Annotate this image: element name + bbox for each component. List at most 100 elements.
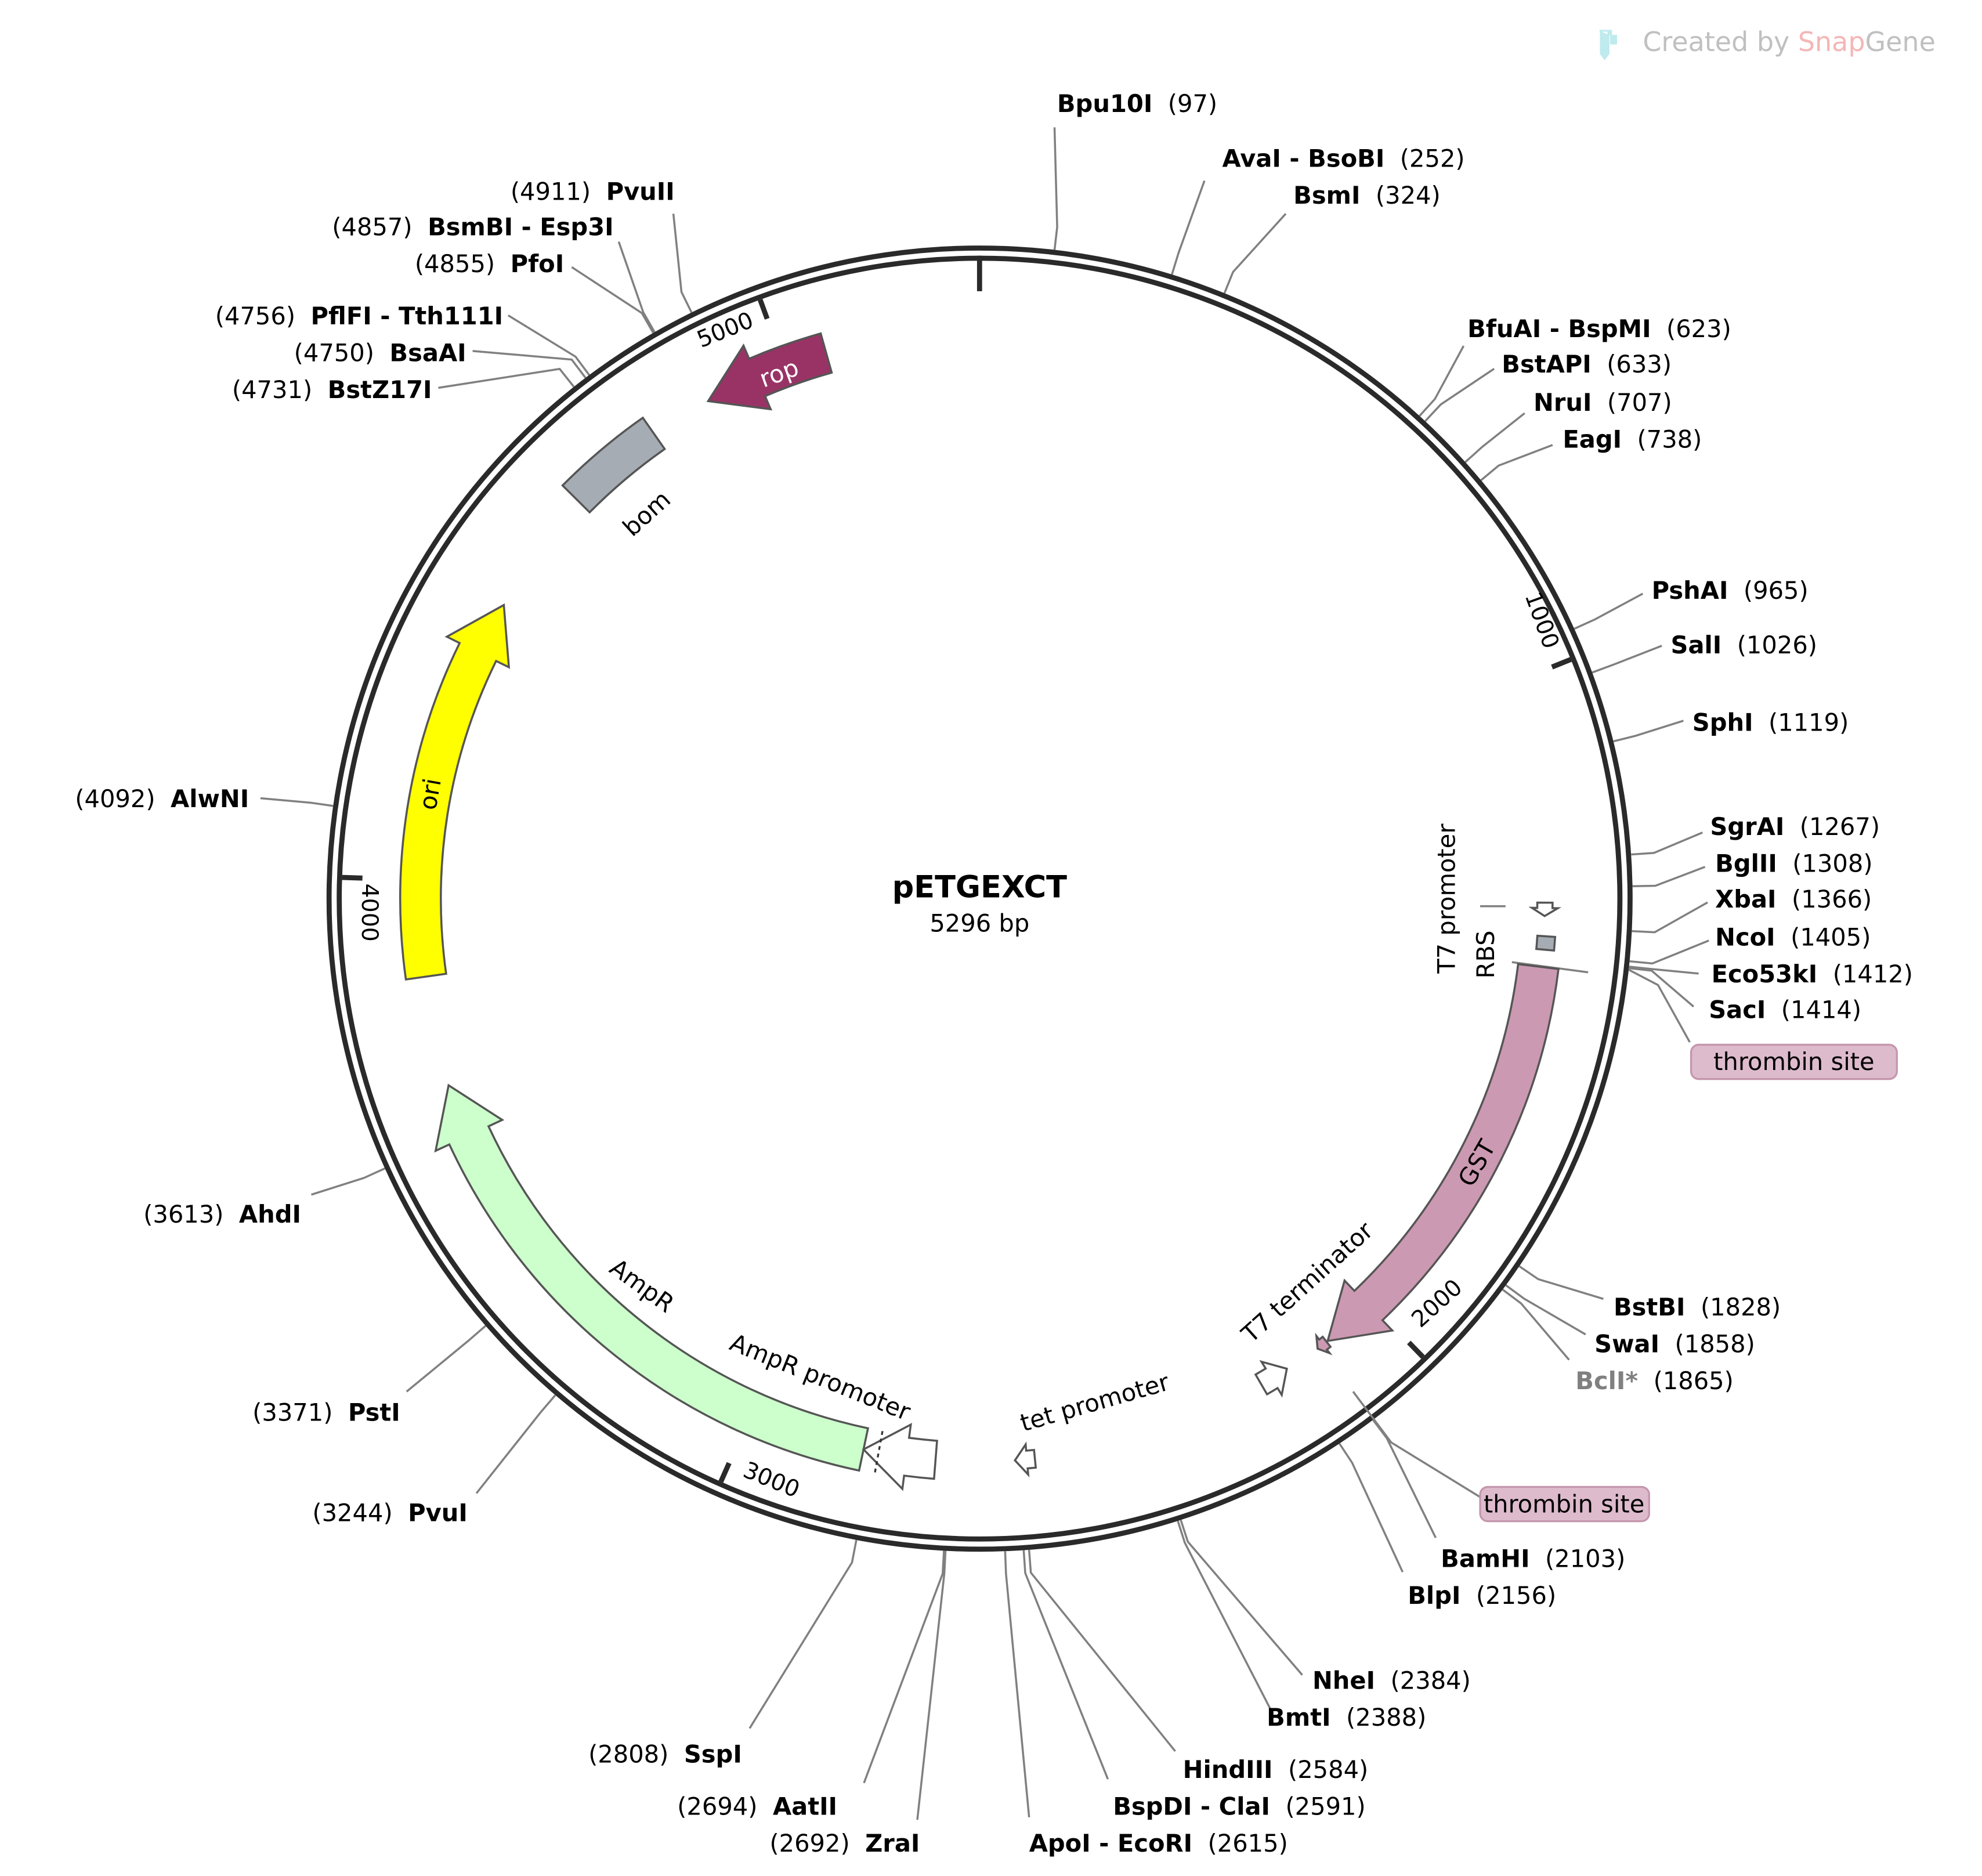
feature-label-bom[interactable]: bom: [617, 485, 676, 542]
enzyme-name: BglII: [1715, 850, 1777, 878]
thrombin-site-badge-1[interactable]: thrombin site: [1690, 1043, 1898, 1080]
feature-thrombin-site[interactable]: [1315, 1332, 1333, 1356]
enzyme-site-ahdi[interactable]: (3613) AhdI: [143, 1200, 301, 1228]
enzyme-site-swai[interactable]: SwaI (1858): [1594, 1329, 1755, 1358]
feature-ampr[interactable]: [434, 1083, 870, 1472]
feature-label-rbs[interactable]: RBS: [1471, 930, 1500, 978]
enzyme-site-sali[interactable]: SalI (1026): [1671, 631, 1818, 659]
enzyme-site-bpu10i[interactable]: Bpu10I (97): [1057, 89, 1217, 118]
feature-label-ori[interactable]: ori: [413, 776, 447, 812]
enzyme-leader-line: [260, 797, 334, 807]
enzyme-position: (4855): [415, 250, 511, 278]
enzyme-site-aatii[interactable]: (2694) AatII: [677, 1792, 837, 1820]
enzyme-site-zrai[interactable]: (2692) ZraI: [769, 1829, 920, 1857]
feature-rop[interactable]: [706, 332, 833, 411]
enzyme-position: (3244): [312, 1499, 408, 1527]
enzyme-name: SwaI: [1594, 1329, 1659, 1358]
enzyme-site-xbai[interactable]: XbaI (1366): [1715, 885, 1872, 913]
enzyme-name: SspI: [684, 1740, 742, 1769]
enzyme-site-bstz17i[interactable]: (4731) BstZ17I: [232, 375, 432, 404]
enzyme-site-bsmbi-esp3i[interactable]: (4857) BsmBI - Esp3I: [332, 213, 613, 241]
enzyme-site-sspi[interactable]: (2808) SspI: [588, 1740, 742, 1769]
snapgene-logo-icon: [1599, 30, 1617, 60]
enzyme-position: (1405): [1775, 923, 1871, 952]
enzyme-site-pvuii[interactable]: (4911) PvuII: [511, 177, 675, 205]
tick-mark: [718, 1462, 732, 1483]
plasmid-length: 5296 bp: [929, 909, 1029, 938]
enzyme-site-pshai[interactable]: PshAI (965): [1652, 576, 1809, 605]
thrombin-site-badge-2[interactable]: thrombin site: [1479, 1485, 1650, 1523]
enzyme-leader-line: [1631, 832, 1703, 856]
enzyme-position: (3613): [143, 1200, 239, 1228]
enzyme-site-bsmi[interactable]: BsmI (324): [1293, 181, 1441, 209]
enzyme-leader-line: [1629, 939, 1709, 965]
enzyme-site-eagi[interactable]: EagI (738): [1563, 425, 1702, 453]
enzyme-site-pvui[interactable]: (3244) PvuI: [312, 1499, 467, 1527]
enzyme-name: PshAI: [1652, 576, 1728, 605]
enzyme-site-bstapi[interactable]: BstAPI (633): [1502, 350, 1672, 378]
enzyme-leader-line: [916, 1550, 947, 1820]
enzyme-name: ZraI: [865, 1829, 920, 1857]
enzyme-site-bglii[interactable]: BglII (1308): [1715, 850, 1872, 878]
enzyme-name: PfoI: [511, 250, 565, 278]
enzyme-leader-line: [1480, 444, 1553, 481]
enzyme-site-alwni[interactable]: (4092) AlwNI: [75, 785, 249, 813]
feature-label-tet-promoter[interactable]: tet promoter: [1017, 1367, 1173, 1437]
enzyme-leader-line: [406, 1325, 487, 1393]
enzyme-site-bmti[interactable]: BmtI (2388): [1267, 1703, 1426, 1732]
enzyme-name: Eco53kI: [1712, 960, 1818, 988]
enzyme-position: (4756): [215, 302, 311, 330]
tick-mark: [1407, 1340, 1425, 1359]
feature-tet-promoter[interactable]: [1014, 1441, 1037, 1478]
enzyme-name: SacI: [1709, 995, 1766, 1024]
enzyme-site-pfoi[interactable]: (4855) PfoI: [415, 250, 564, 278]
enzyme-site-avai-bsobi[interactable]: AvaI - BsoBI (252): [1223, 144, 1465, 172]
enzyme-site-nhei[interactable]: NheI (2384): [1312, 1667, 1471, 1695]
enzyme-site-ncoi[interactable]: NcoI (1405): [1715, 923, 1871, 952]
enzyme-site-pflfi-tth111i[interactable]: (4756) PflFI - Tth111I: [215, 302, 503, 330]
enzyme-site-saci[interactable]: SacI (1414): [1709, 995, 1861, 1024]
enzyme-site-eco53ki[interactable]: Eco53kI (1412): [1712, 960, 1913, 988]
enzyme-position: (1412): [1817, 960, 1913, 988]
enzyme-site-sphi[interactable]: SphI (1119): [1692, 709, 1849, 737]
feature-t7-promoter[interactable]: [1528, 901, 1562, 917]
enzyme-site-bcli-[interactable]: BclI* (1865): [1575, 1367, 1734, 1395]
enzyme-site-bfuai-bspmi[interactable]: BfuAI - BspMI (623): [1467, 315, 1731, 343]
enzyme-site-hindiii[interactable]: HindIII (2584): [1183, 1755, 1369, 1784]
feature-t7-terminator[interactable]: [1254, 1360, 1288, 1398]
badge-leader-line: [1352, 1391, 1481, 1498]
plasmid-name: pETGEXCT: [892, 869, 1068, 905]
feature-rbs[interactable]: [1535, 934, 1557, 952]
enzyme-position: (1858): [1659, 1329, 1755, 1358]
enzyme-position: (2384): [1375, 1667, 1471, 1695]
enzyme-leader-line: [1180, 1519, 1303, 1676]
enzyme-position: (1026): [1721, 631, 1817, 659]
enzyme-site-bstbi[interactable]: BstBI (1828): [1614, 1293, 1781, 1321]
enzyme-site-psti[interactable]: (3371) PstI: [252, 1398, 400, 1427]
feature-bom[interactable]: [561, 416, 667, 514]
feature-ori[interactable]: [399, 603, 511, 981]
feature-label-t7-promoter[interactable]: T7 promoter: [1432, 823, 1460, 974]
feature-ampr-promoter[interactable]: [862, 1423, 938, 1491]
enzyme-name: ApoI - EcoRI: [1029, 1829, 1192, 1857]
enzyme-name: BstZ17I: [328, 375, 432, 404]
tick-mark: [1551, 657, 1572, 670]
enzyme-site-bamhi[interactable]: BamHI (2103): [1441, 1544, 1625, 1573]
feature-gst[interactable]: [1326, 963, 1560, 1343]
enzyme-site-blpi[interactable]: BlpI (2156): [1408, 1581, 1556, 1610]
enzyme-site-sgrai[interactable]: SgrAI (1267): [1710, 812, 1880, 841]
enzyme-position: (738): [1622, 425, 1702, 453]
enzyme-site-nrui[interactable]: NruI (707): [1533, 388, 1672, 417]
watermark-brand-snap: Snap: [1798, 26, 1865, 57]
enzyme-site-apoi-ecori[interactable]: ApoI - EcoRI (2615): [1029, 1829, 1288, 1857]
enzyme-position: (1119): [1753, 709, 1849, 737]
badge-label: thrombin site: [1713, 1047, 1875, 1076]
enzyme-leader-line: [1464, 412, 1525, 463]
enzyme-site-bsaai[interactable]: (4750) BsaAI: [294, 338, 466, 367]
enzyme-site-bspdi-clai[interactable]: BspDI - ClaI (2591): [1113, 1792, 1366, 1820]
enzyme-leader-line: [1424, 368, 1495, 422]
enzyme-position: (1267): [1784, 812, 1880, 841]
enzyme-position: (965): [1728, 576, 1808, 605]
